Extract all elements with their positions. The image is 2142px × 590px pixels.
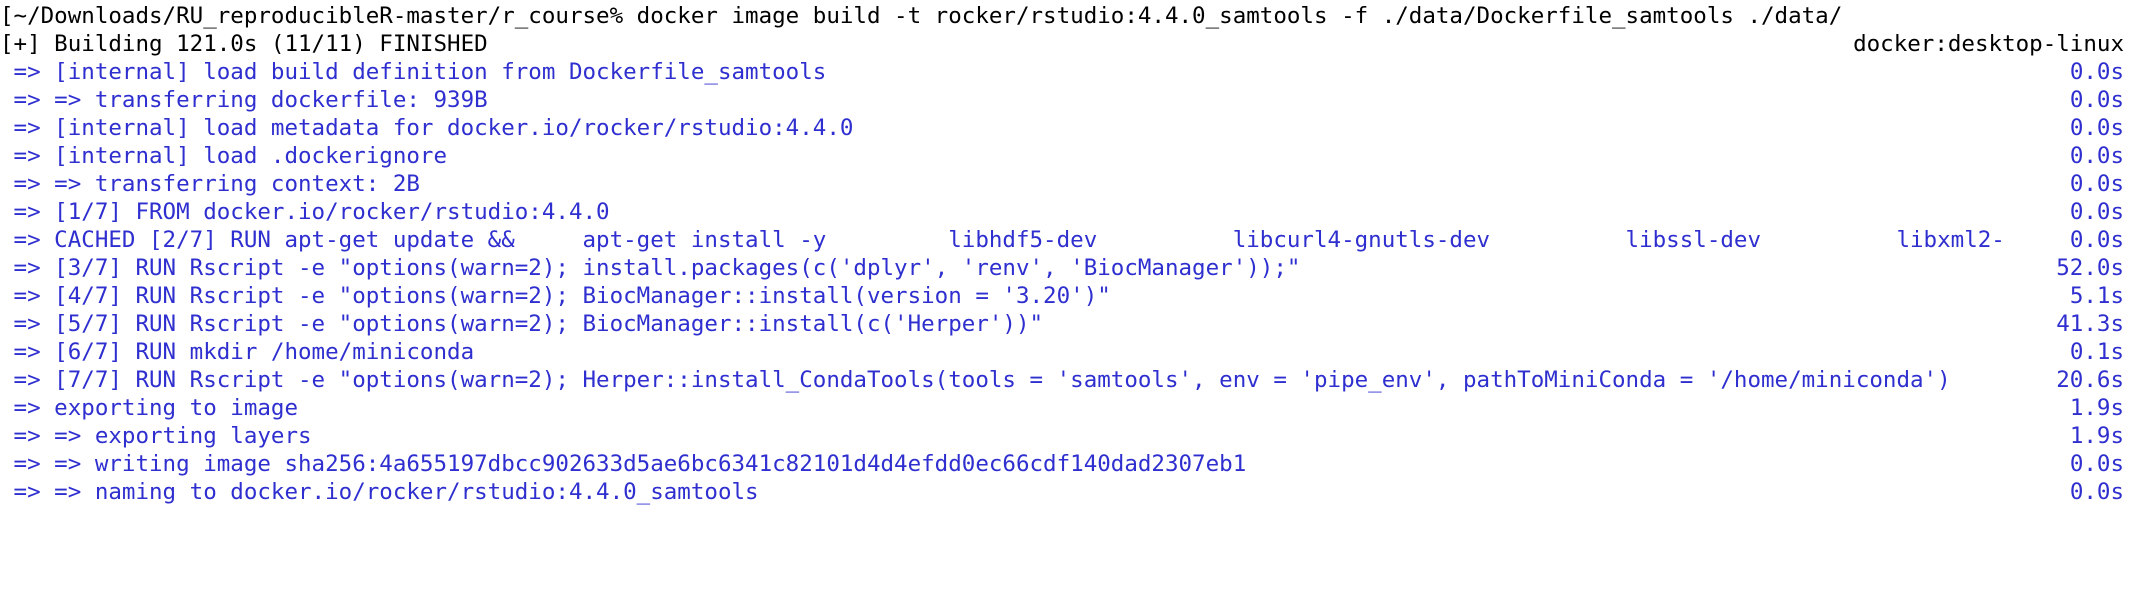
build-step-line: => exporting to image 1.9s: [0, 394, 2142, 422]
build-step-line: => [5/7] RUN Rscript -e "options(warn=2)…: [0, 310, 2142, 338]
build-step-time: 1.9s: [2069, 423, 2124, 449]
build-step-time: 0.0s: [2069, 87, 2124, 113]
build-step-time: 52.0s: [2056, 255, 2124, 281]
build-step-text: => [1/7] FROM docker.io/rocker/rstudio:4…: [0, 199, 610, 225]
build-step-line: => => naming to docker.io/rocker/rstudio…: [0, 478, 2142, 506]
build-step-time: 5.1s: [2069, 283, 2124, 309]
build-step-line: => [internal] load metadata for docker.i…: [0, 114, 2142, 142]
build-step-line: => [internal] load build definition from…: [0, 58, 2142, 86]
build-step-text: => => transferring context: 2B: [0, 171, 420, 197]
build-step-time: 0.0s: [2069, 479, 2124, 505]
build-step-line: => => transferring dockerfile: 939B 0.0s: [0, 86, 2142, 114]
build-step-text: => [3/7] RUN Rscript -e "options(warn=2)…: [0, 255, 1301, 281]
build-step-time: 1.9s: [2069, 395, 2124, 421]
build-step-line: => CACHED [2/7] RUN apt-get update && ap…: [0, 226, 2142, 254]
build-step-text: => CACHED [2/7] RUN apt-get update && ap…: [0, 227, 2005, 253]
build-step-line: => => transferring context: 2B 0.0s: [0, 170, 2142, 198]
build-step-text: => => transferring dockerfile: 939B: [0, 87, 488, 113]
command-prompt-line: [~/Downloads/RU_reproducibleR-master/r_c…: [0, 2, 2142, 30]
build-step-time: 41.3s: [2056, 311, 2124, 337]
build-step-time: 0.0s: [2069, 143, 2124, 169]
build-step-text: => => writing image sha256:4a655197dbcc9…: [0, 451, 1247, 477]
build-step-line: => [3/7] RUN Rscript -e "options(warn=2)…: [0, 254, 2142, 282]
build-step-line: => [6/7] RUN mkdir /home/miniconda 0.1s: [0, 338, 2142, 366]
build-step-text: => [internal] load .dockerignore: [0, 143, 448, 169]
build-step-line: => => exporting layers 1.9s: [0, 422, 2142, 450]
build-step-text: => [5/7] RUN Rscript -e "options(warn=2)…: [0, 311, 1044, 337]
build-step-time: 0.0s: [2069, 451, 2124, 477]
build-status-line: [+] Building 121.0s (11/11) FINISHED doc…: [0, 30, 2142, 58]
build-step-text: => => exporting layers: [0, 423, 312, 449]
build-step-text: => [7/7] RUN Rscript -e "options(warn=2)…: [0, 367, 1951, 393]
builder-name: docker:desktop-linux: [1853, 31, 2124, 57]
build-step-text: => [internal] load build definition from…: [0, 59, 827, 85]
build-step-line: => [4/7] RUN Rscript -e "options(warn=2)…: [0, 282, 2142, 310]
build-step-text: => [internal] load metadata for docker.i…: [0, 115, 854, 141]
build-step-time: 0.0s: [2069, 59, 2124, 85]
build-step-time: 0.0s: [2069, 171, 2124, 197]
build-step-time: 0.0s: [2069, 199, 2124, 225]
build-step-line: => [internal] load .dockerignore 0.0s: [0, 142, 2142, 170]
build-step-time: 0.1s: [2069, 339, 2124, 365]
build-step-time: 20.6s: [2056, 367, 2124, 393]
build-step-line: => [7/7] RUN Rscript -e "options(warn=2)…: [0, 366, 2142, 394]
build-step-text: => [4/7] RUN Rscript -e "options(warn=2)…: [0, 283, 1111, 309]
build-step-line: => [1/7] FROM docker.io/rocker/rstudio:4…: [0, 198, 2142, 226]
command-text: [~/Downloads/RU_reproducibleR-master/r_c…: [0, 3, 1843, 29]
build-step-line: => => writing image sha256:4a655197dbcc9…: [0, 450, 2142, 478]
build-step-time: 0.0s: [2069, 227, 2124, 253]
build-step-text: => => naming to docker.io/rocker/rstudio…: [0, 479, 759, 505]
build-step-text: => exporting to image: [0, 395, 299, 421]
build-step-time: 0.0s: [2069, 115, 2124, 141]
build-step-text: => [6/7] RUN mkdir /home/miniconda: [0, 339, 475, 365]
terminal-window[interactable]: [~/Downloads/RU_reproducibleR-master/r_c…: [0, 0, 2142, 528]
build-status: [+] Building 121.0s (11/11) FINISHED: [0, 31, 488, 57]
